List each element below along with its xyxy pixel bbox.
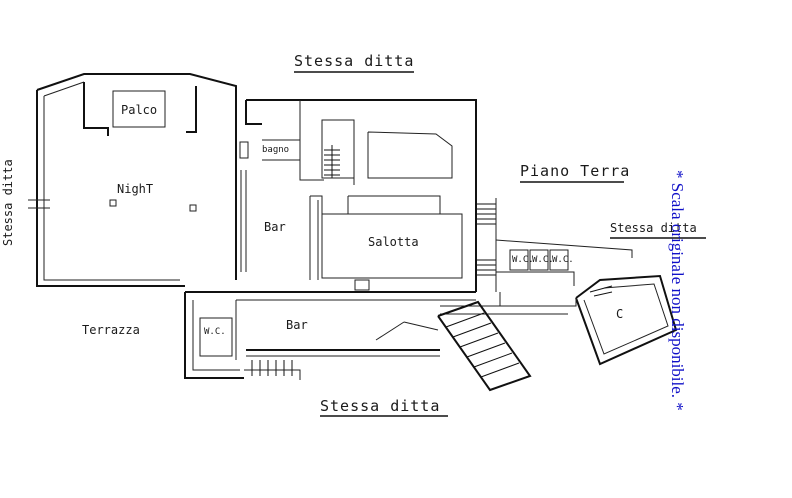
top-neighbor-label: Stessa ditta: [294, 52, 414, 70]
right-corridor: [495, 239, 633, 286]
wc-3-label: W.C.: [552, 255, 574, 265]
diagonal-stair: [437, 300, 532, 392]
room-c-walls: [575, 274, 678, 366]
ramp-corridor: [440, 292, 577, 315]
wc-terrace-label: W.C.: [204, 327, 226, 337]
central-stair: [324, 145, 340, 178]
night-hall-walls: [28, 73, 237, 287]
floor-label: Piano Terra: [520, 162, 630, 180]
bathroom-label: bagno: [262, 145, 289, 155]
bar-lower-label: Bar: [286, 318, 308, 332]
bar-upper-label: Bar: [264, 220, 286, 234]
right-neighbor-label: Stessa ditta: [610, 221, 697, 235]
scale-note: * Scala originale non disponibile. *: [668, 170, 687, 411]
bottom-neighbor-label: Stessa ditta: [320, 397, 440, 415]
wc-1-label: W.C.: [512, 255, 534, 265]
stage-walls: [83, 82, 197, 136]
room-c-label: C: [616, 307, 623, 321]
stage-label: Palco: [121, 103, 157, 117]
terrace-label: Terrazza: [82, 323, 140, 337]
lower-walls: [184, 292, 476, 380]
night-label: NighT: [117, 182, 153, 196]
left-neighbor-label: Stessa ditta: [1, 159, 15, 246]
wc-2-label: W.C.: [532, 255, 554, 265]
lounge-label: Salotta: [368, 235, 419, 249]
night-partitions: [109, 130, 249, 280]
right-stair: [476, 198, 497, 292]
central-block-walls: [185, 99, 477, 293]
